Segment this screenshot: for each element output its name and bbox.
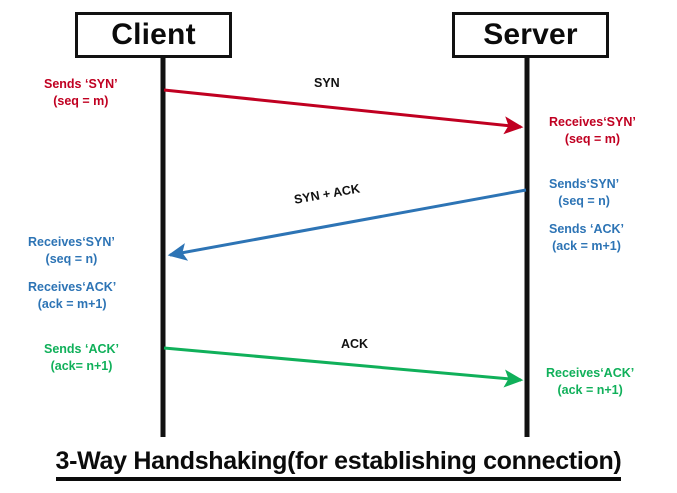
diagram-caption: 3-Way Handshaking(for establishing conne…	[0, 447, 677, 481]
client-node-box: Client	[75, 12, 232, 58]
diagram-caption-text: 3-Way Handshaking(for establishing conne…	[55, 447, 622, 481]
note-client-sends-syn: Sends ‘SYN’ (seq = m)	[44, 77, 118, 108]
note-server-sends-ack: Sends ‘ACK’ (ack = m+1)	[549, 222, 625, 253]
note-server-receives-syn: Receives‘SYN’ (seq = m)	[549, 115, 636, 146]
note-client-sends-ack: Sends ‘ACK’ (ack= n+1)	[44, 342, 120, 373]
note-server-receives-ack: Receives‘ACK’ (ack = n+1)	[546, 366, 635, 397]
syn-arrow	[163, 88, 524, 135]
note-client-receives-ack: Receives‘ACK’ (ack = m+1)	[28, 280, 117, 311]
syn-ack-arrow	[167, 188, 527, 261]
server-node-label: Server	[483, 18, 578, 51]
ack-arrow	[163, 346, 524, 388]
client-node-label: Client	[111, 18, 196, 51]
syn-arrow-label: SYN	[314, 76, 340, 90]
server-node-box: Server	[452, 12, 609, 58]
note-client-receives-syn: Receives‘SYN’ (seq = n)	[28, 235, 115, 266]
ack-arrow-label: ACK	[341, 337, 369, 351]
note-server-sends-syn: Sends‘SYN’ (seq = n)	[549, 177, 620, 208]
